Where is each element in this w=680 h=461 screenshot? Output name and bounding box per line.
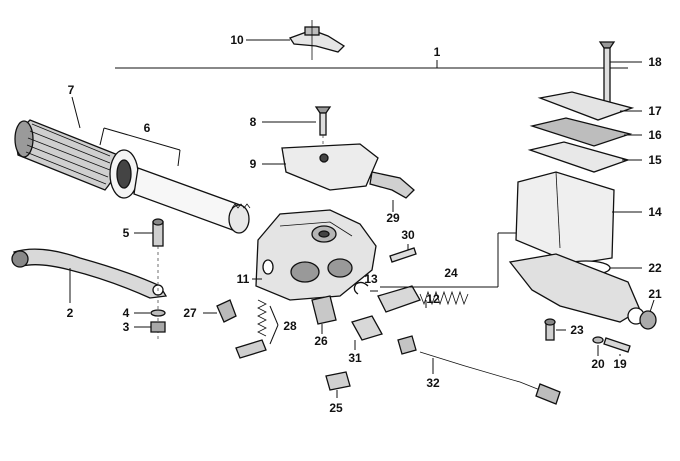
callout-7: 7 bbox=[68, 83, 75, 97]
part-washer-4 bbox=[134, 309, 166, 317]
callout-2: 2 bbox=[67, 306, 74, 320]
part-switch-10 bbox=[246, 20, 346, 60]
part-screw-18 bbox=[598, 41, 642, 105]
callout-31: 31 bbox=[348, 351, 362, 365]
callout-23: 23 bbox=[570, 323, 584, 337]
part-circlip-13 bbox=[353, 281, 378, 295]
part-cap-21 bbox=[639, 299, 657, 330]
assembly-bracket-1 bbox=[115, 60, 628, 69]
callout-28: 28 bbox=[283, 319, 297, 333]
callout-1: 1 bbox=[434, 45, 441, 59]
part-tube-6 bbox=[99, 127, 251, 234]
callout-8: 8 bbox=[250, 115, 257, 129]
part-bushing-31 bbox=[351, 315, 383, 350]
part-pin-25 bbox=[325, 371, 351, 398]
callout-24: 24 bbox=[444, 266, 458, 280]
callout-19: 19 bbox=[613, 357, 627, 371]
callout-4: 4 bbox=[123, 306, 130, 320]
callout-17: 17 bbox=[648, 104, 662, 118]
part-spring-28 bbox=[235, 299, 279, 359]
part-reservoir-14 bbox=[515, 171, 642, 265]
callout-27: 27 bbox=[183, 306, 197, 320]
part-housing-11 bbox=[252, 209, 377, 301]
part-bolt-23 bbox=[544, 318, 566, 341]
part-valve-26 bbox=[311, 295, 337, 334]
part-diaphragm-15 bbox=[527, 141, 642, 173]
part-screw-8 bbox=[262, 106, 332, 148]
part-cover-9 bbox=[262, 143, 379, 191]
callout-21: 21 bbox=[648, 287, 662, 301]
callout-22: 22 bbox=[648, 261, 662, 275]
part-cap-27 bbox=[203, 299, 237, 323]
part-grip-7 bbox=[14, 96, 139, 199]
callout-5: 5 bbox=[123, 226, 130, 240]
part-piston-12 bbox=[377, 285, 469, 313]
part-lid-17 bbox=[537, 91, 642, 121]
part-screw-30 bbox=[389, 244, 417, 263]
callout-13: 13 bbox=[364, 272, 378, 286]
callout-20: 20 bbox=[591, 357, 605, 371]
callout-16: 16 bbox=[648, 128, 662, 142]
callout-18: 18 bbox=[648, 55, 662, 69]
callout-9: 9 bbox=[250, 157, 257, 171]
callout-14: 14 bbox=[648, 205, 662, 219]
callout-12: 12 bbox=[426, 292, 440, 306]
part-washer-20 bbox=[592, 336, 604, 356]
callout-11: 11 bbox=[237, 272, 250, 286]
part-nut-3 bbox=[134, 321, 166, 333]
part-gasket-16 bbox=[529, 117, 642, 147]
callout-32: 32 bbox=[426, 376, 440, 390]
callout-29: 29 bbox=[386, 211, 400, 225]
part-screw-19 bbox=[603, 337, 631, 356]
callout-26: 26 bbox=[314, 334, 328, 348]
callout-3: 3 bbox=[123, 320, 130, 334]
callout-15: 15 bbox=[648, 153, 662, 167]
assembly-bracket-24 bbox=[380, 232, 516, 288]
part-master-cylinder bbox=[508, 253, 645, 325]
callout-labels: 1 2 3 4 5 6 7 8 9 10 11 12 13 14 15 16 1… bbox=[67, 33, 662, 415]
callout-30: 30 bbox=[401, 228, 415, 242]
callout-25: 25 bbox=[329, 401, 343, 415]
callout-10: 10 bbox=[230, 33, 244, 47]
callout-6: 6 bbox=[144, 121, 151, 135]
part-lever-2 bbox=[11, 248, 168, 303]
part-cable-32 bbox=[397, 335, 561, 405]
part-sleeve-29 bbox=[369, 171, 415, 212]
